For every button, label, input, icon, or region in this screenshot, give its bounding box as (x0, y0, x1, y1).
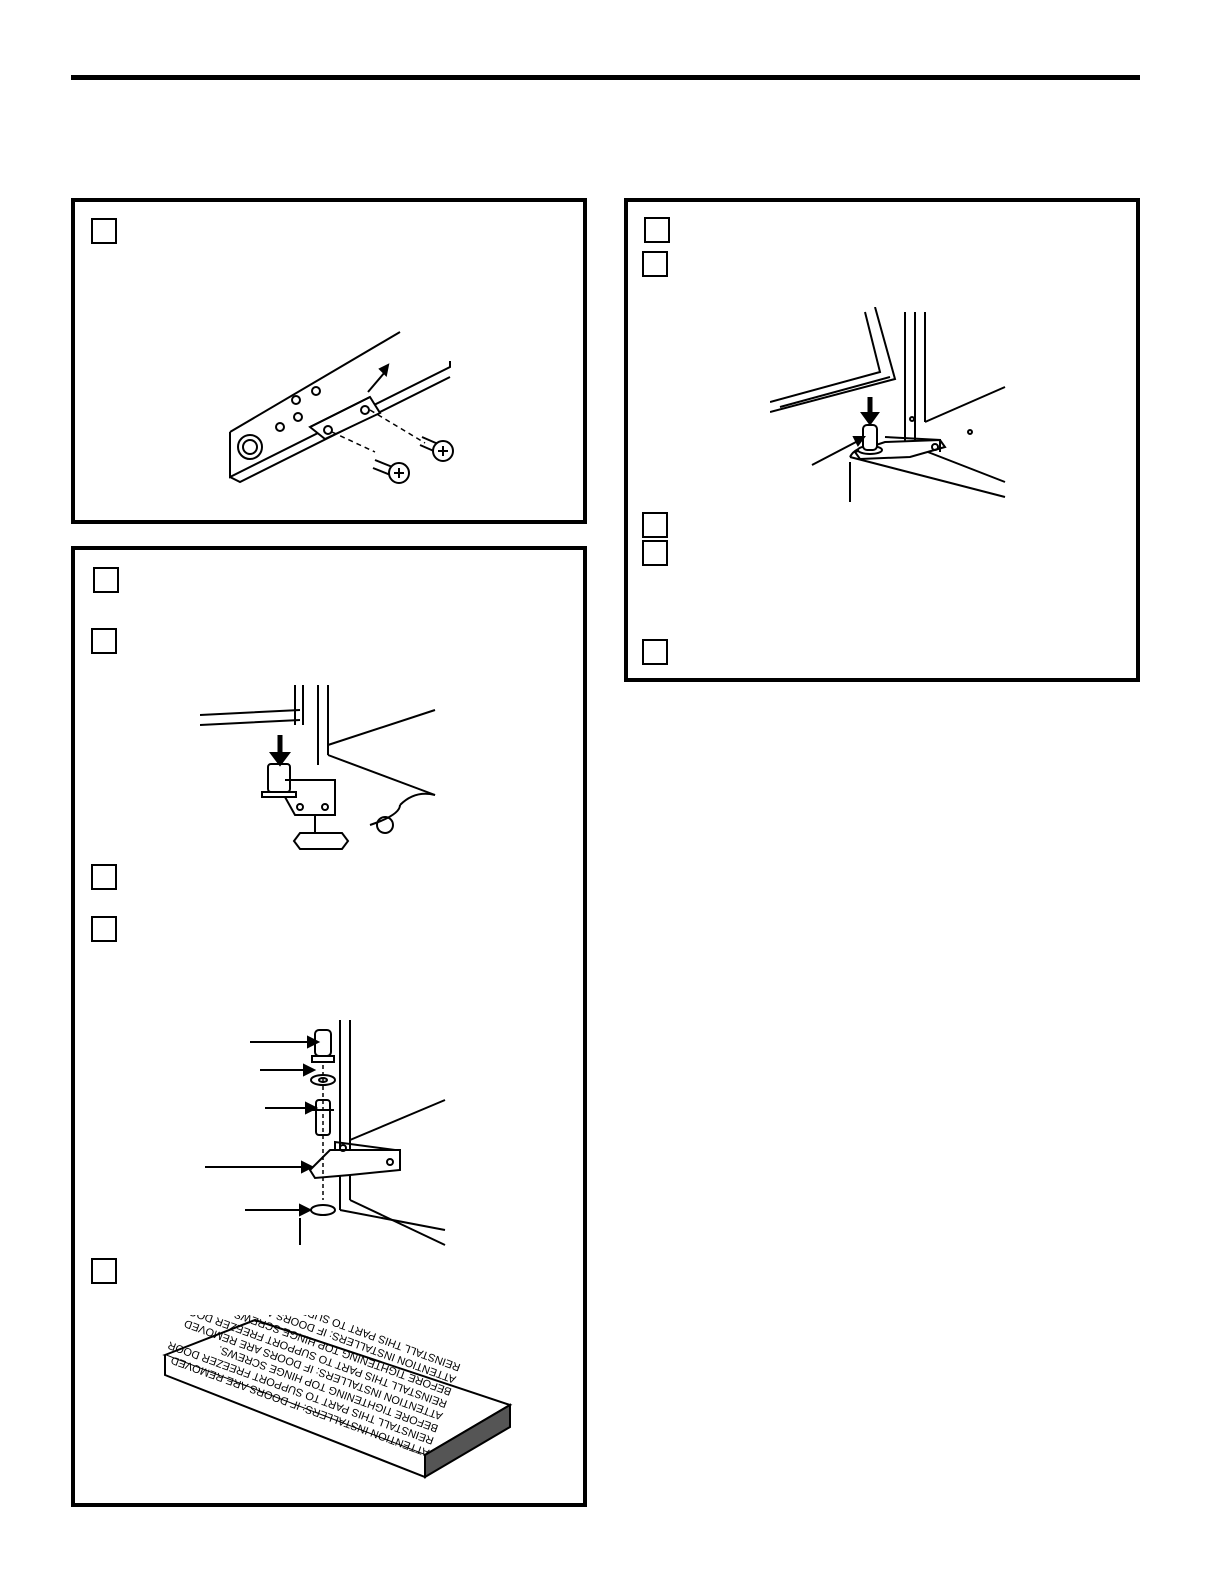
step-checkbox (91, 916, 117, 942)
step-checkbox (642, 540, 668, 566)
panel-toe-grille (71, 198, 587, 524)
step-checkbox (644, 217, 670, 243)
door-on-hinge-illustration (770, 307, 1006, 502)
step-checkbox (642, 639, 668, 665)
step-checkbox (91, 1258, 117, 1284)
step-checkbox (91, 218, 117, 244)
step-checkbox (91, 864, 117, 890)
step-checkbox (93, 567, 119, 593)
grille-screws-illustration (229, 331, 454, 484)
step-checkbox (642, 251, 668, 277)
step-checkbox (91, 628, 117, 654)
panel-door-hinge-left: ATTENTION INSTALLERS: IF DOORS ARE REMOV… (71, 546, 587, 1507)
shipping-carton-illustration: ATTENTION INSTALLERS: IF DOORS ARE REMOV… (162, 1315, 513, 1479)
hinge-pin-illustration (200, 685, 436, 850)
step-checkbox (642, 512, 668, 538)
hinge-exploded-illustration (205, 1020, 446, 1246)
header-rule (71, 75, 1140, 80)
panel-door-hinge-right (624, 198, 1140, 682)
